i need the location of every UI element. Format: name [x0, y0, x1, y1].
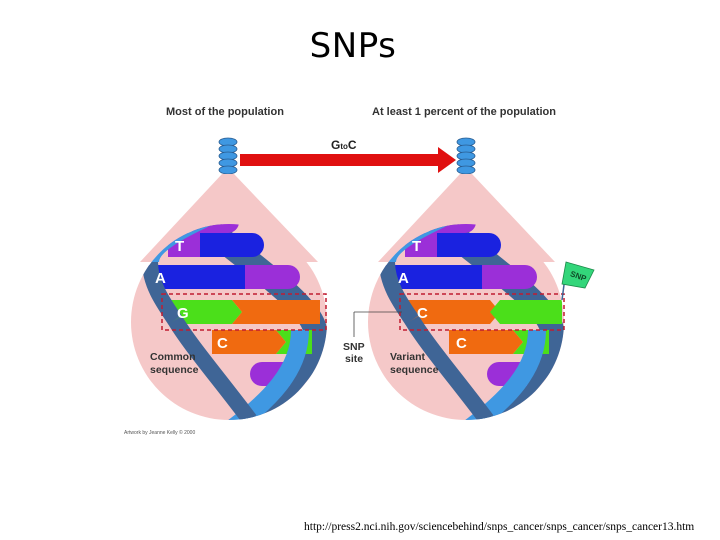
slide-title: SNPs: [309, 26, 397, 66]
snp-site-label-line2: site: [345, 353, 363, 365]
snp-site-label-line1: SNP: [343, 341, 365, 353]
base-label-right-3: C: [417, 305, 428, 322]
snp-site-pointer: [353, 311, 402, 337]
base-label-left-4: C: [217, 335, 228, 352]
base-label-right-1: T: [412, 238, 421, 255]
right-panel-header: At least 1 percent of the population: [372, 106, 556, 118]
artwork-credit: Artwork by Jeanne Kelly © 2000: [124, 429, 195, 436]
base-label-left-1: T: [175, 238, 184, 255]
base-label-left-3: G: [177, 305, 189, 322]
left-caption-line2: sequence: [150, 364, 199, 376]
left-panel-header: Most of the population: [166, 106, 284, 118]
base-label-right-2: A: [398, 270, 409, 287]
left-caption-line1: Common: [150, 351, 196, 363]
chromosome-right: [456, 137, 476, 175]
source-url: http://press2.nci.nih.gov/sciencebehind/…: [304, 521, 695, 533]
mutation-arrow: [240, 147, 456, 173]
right-caption-line1: Variant: [390, 351, 426, 363]
right-caption-line2: sequence: [390, 364, 439, 376]
snp-flag-icon: [561, 261, 595, 301]
base-label-left-2: A: [155, 270, 166, 287]
chromosome-left: [218, 137, 238, 175]
base-label-right-4: C: [456, 335, 467, 352]
arrow-label: GtoC: [331, 138, 357, 152]
snp-highlight-box-left: [161, 293, 327, 331]
